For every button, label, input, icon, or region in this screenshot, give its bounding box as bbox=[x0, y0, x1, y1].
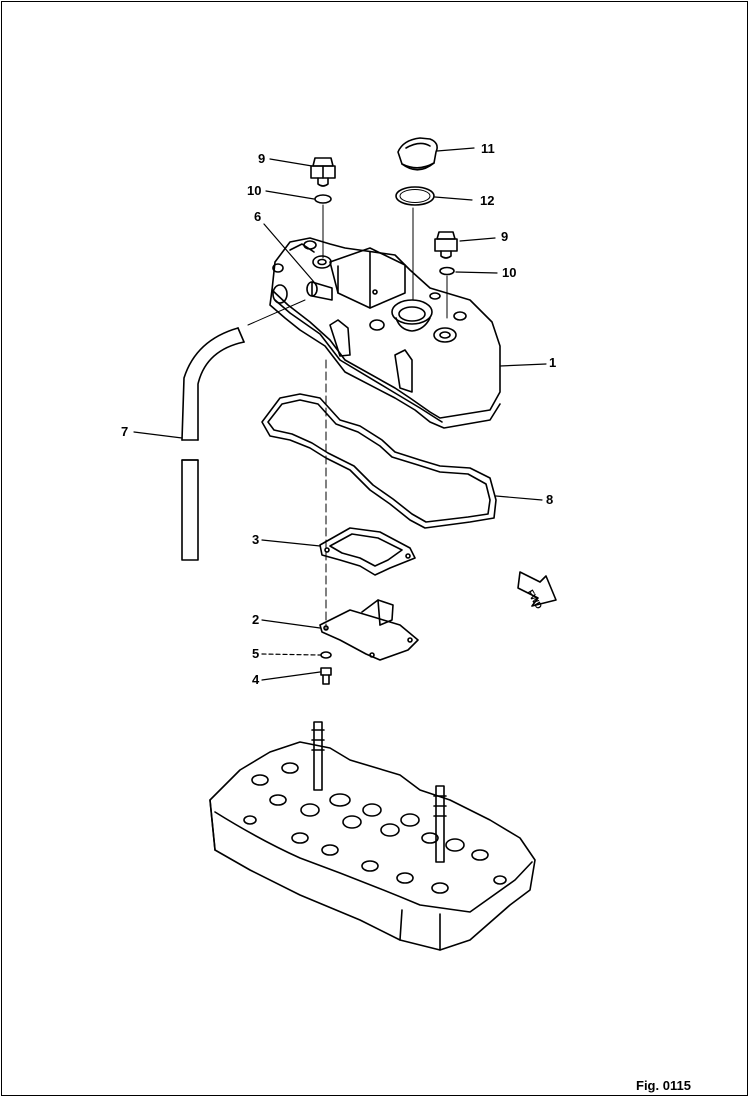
breather-baffle-plate bbox=[319, 599, 419, 661]
callout-8: 8 bbox=[546, 492, 554, 507]
o-ring-right bbox=[439, 266, 455, 276]
callout-3: 3 bbox=[252, 532, 260, 547]
callout-9-right: 9 bbox=[501, 229, 509, 244]
callout-1: 1 bbox=[549, 355, 557, 370]
callout-4: 4 bbox=[252, 672, 260, 687]
o-ring-top-left bbox=[314, 194, 332, 204]
bolt bbox=[320, 667, 332, 685]
cap-nut-top-left bbox=[310, 157, 336, 187]
callout-6: 6 bbox=[254, 209, 262, 224]
breather-plate-gasket bbox=[319, 527, 416, 576]
oil-filler-cap bbox=[397, 137, 438, 171]
washer bbox=[320, 651, 332, 659]
cylinder-head bbox=[209, 721, 536, 951]
breather-pipe bbox=[181, 327, 245, 561]
cylinder-head-cover bbox=[269, 237, 501, 429]
callout-12: 12 bbox=[480, 193, 495, 208]
callout-5: 5 bbox=[252, 646, 260, 661]
leader-lines bbox=[133, 147, 547, 681]
callout-9-top: 9 bbox=[258, 151, 266, 166]
forward-arrow-icon bbox=[517, 571, 557, 607]
callout-7: 7 bbox=[121, 424, 129, 439]
callout-11: 11 bbox=[481, 141, 495, 156]
callout-10-right: 10 bbox=[502, 265, 517, 280]
callout-10-top: 10 bbox=[247, 183, 262, 198]
breather-fitting bbox=[306, 281, 333, 301]
callout-2: 2 bbox=[252, 612, 260, 627]
filler-o-ring bbox=[395, 186, 435, 206]
cap-nut-right bbox=[434, 231, 458, 259]
figure-label: Fig. 0115 bbox=[636, 1078, 691, 1093]
